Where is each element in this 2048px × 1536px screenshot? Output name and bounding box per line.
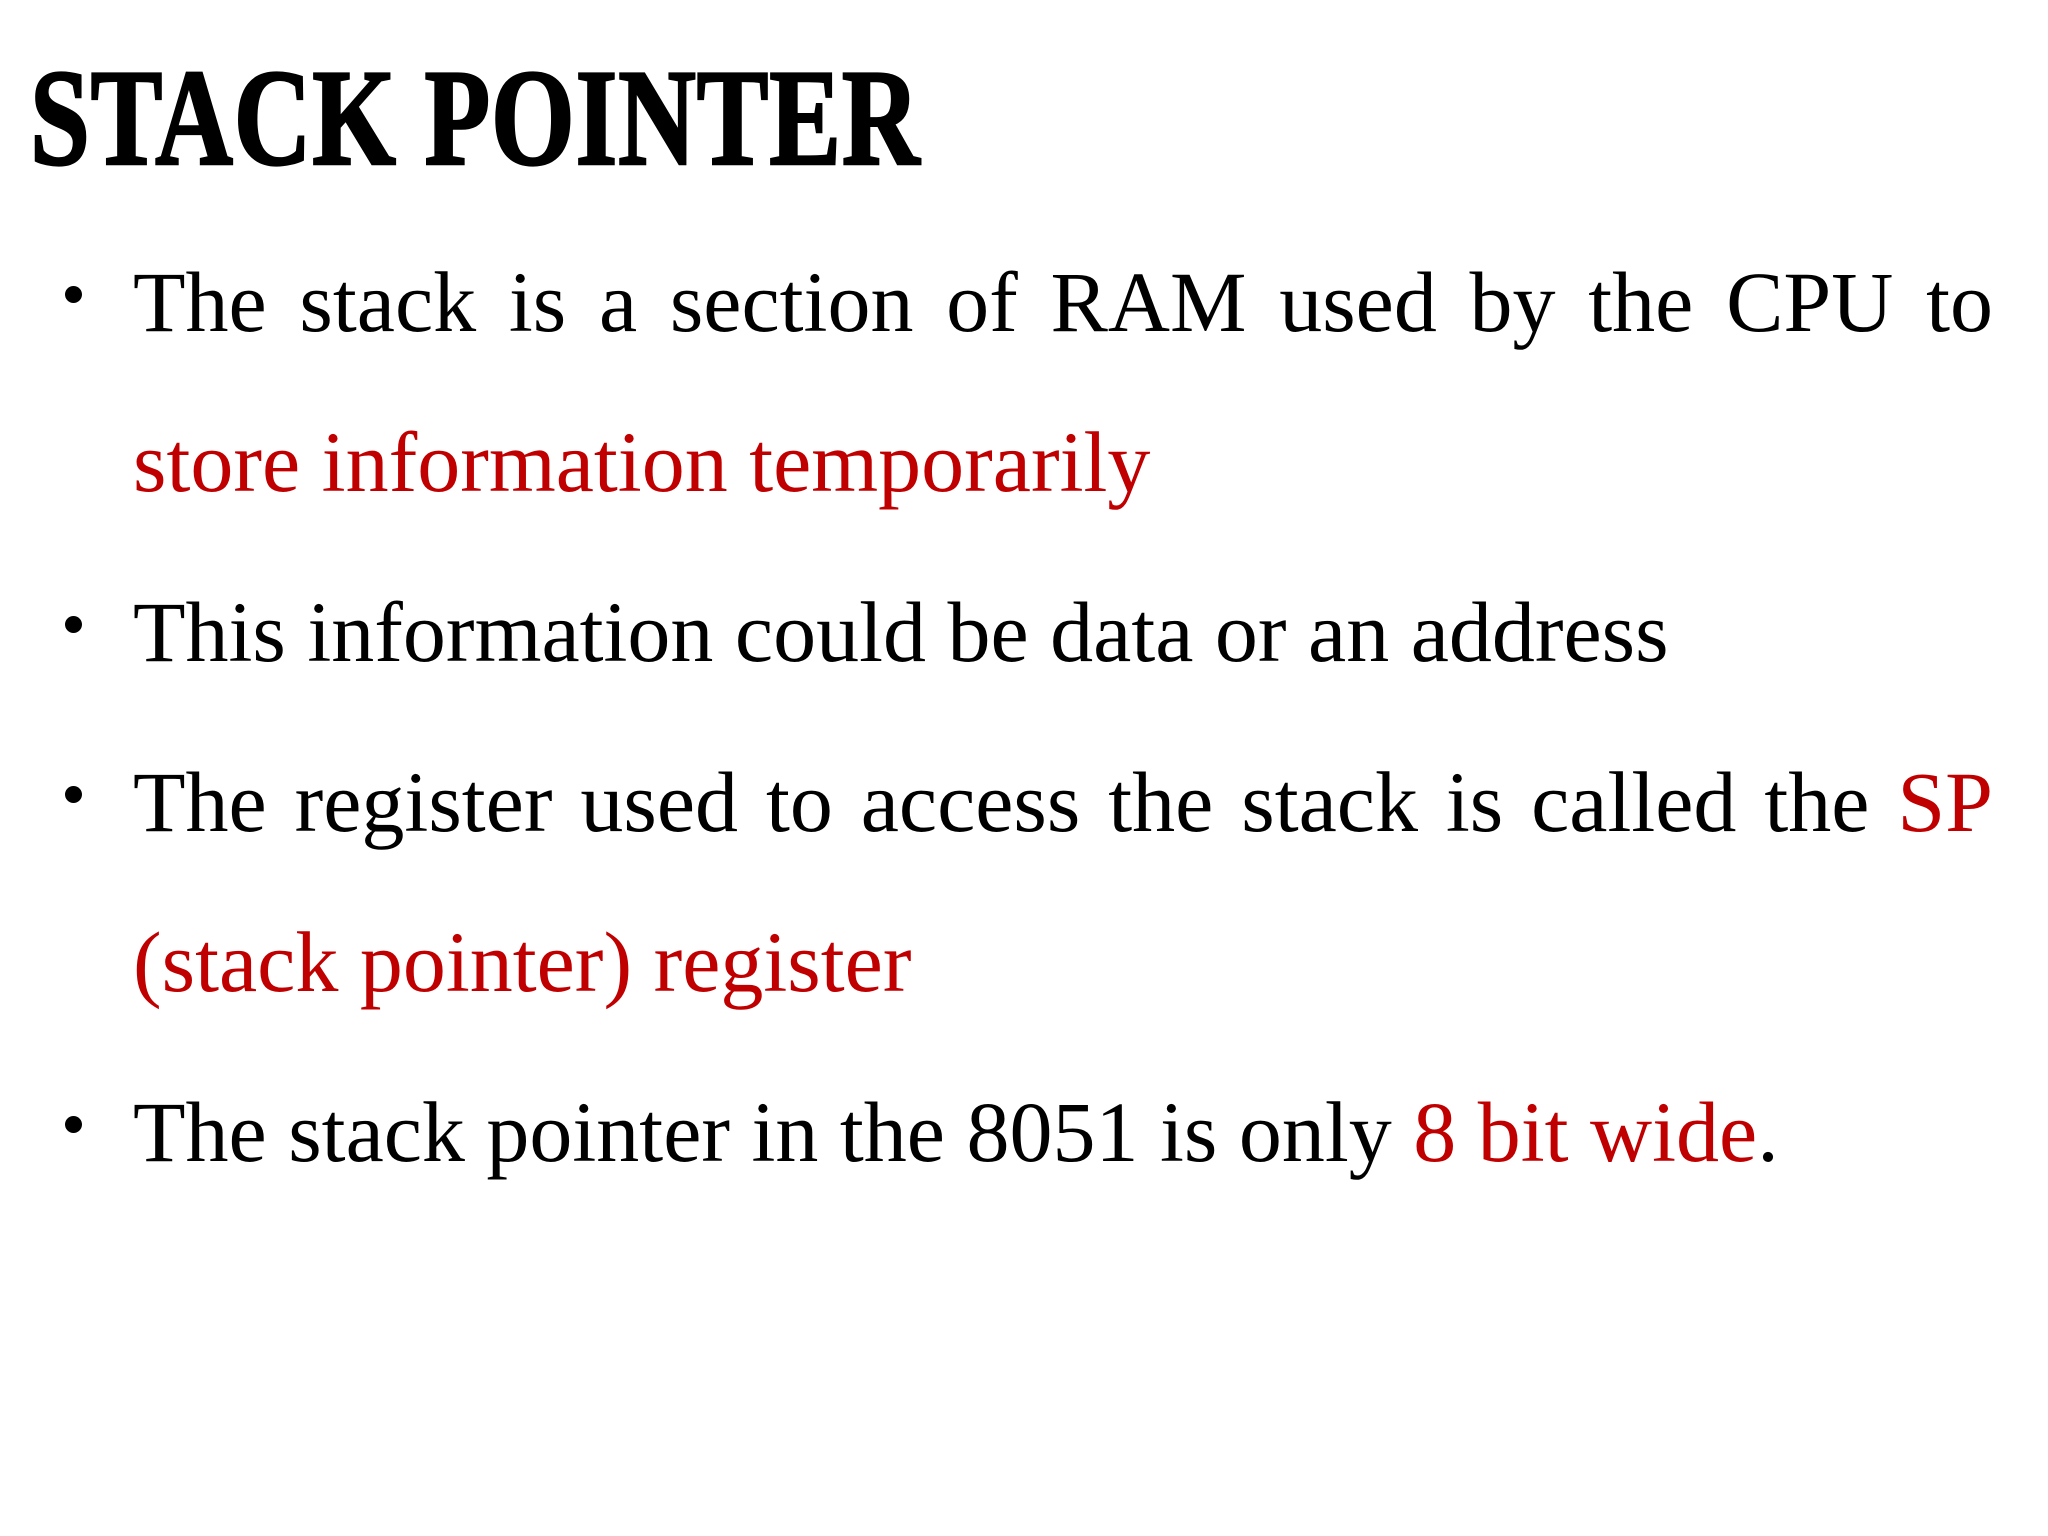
bullet-1-line-1: The stack is a section of RAM used by th… — [133, 222, 1993, 382]
bullet-icon — [65, 286, 82, 303]
bullet-text: The register used to access the stack is… — [133, 722, 1993, 1042]
bullet-list: The stack is a section of RAM used by th… — [65, 222, 1993, 1222]
highlight-segment: (stack pointer) register — [133, 914, 912, 1010]
slide-title: STACK POINTER — [29, 41, 921, 194]
highlight-segment: 8 bit wide — [1413, 1084, 1758, 1180]
text-segment: The stack pointer in the 8051 is only — [133, 1084, 1414, 1180]
bullet-item-3: The register used to access the stack is… — [65, 722, 1993, 1042]
bullet-icon — [65, 1116, 82, 1133]
bullet-gutter — [65, 222, 133, 542]
bullet-item-2: This information could be data or an add… — [65, 552, 1993, 712]
bullet-item-4: The stack pointer in the 8051 is only 8 … — [65, 1052, 1993, 1212]
text-segment: The stack is a section of RAM used by th… — [133, 254, 1993, 350]
bullet-icon — [65, 616, 82, 633]
bullet-4-line-1: The stack pointer in the 8051 is only 8 … — [133, 1052, 1993, 1212]
bullet-icon — [65, 786, 82, 803]
text-segment: The register used to access the stack is… — [133, 754, 1898, 850]
text-segment: This information could be data or an add… — [133, 584, 1669, 680]
highlight-segment: store information temporarily — [133, 414, 1151, 510]
bullet-text: The stack pointer in the 8051 is only 8 … — [133, 1052, 1993, 1212]
text-segment: . — [1757, 1084, 1779, 1180]
bullet-gutter — [65, 552, 133, 712]
bullet-gutter — [65, 1052, 133, 1212]
highlight-segment: SP — [1897, 754, 1993, 850]
bullet-3-line-2: (stack pointer) register — [133, 882, 1993, 1042]
bullet-2-line-1: This information could be data or an add… — [133, 552, 1993, 712]
bullet-gutter — [65, 722, 133, 1042]
bullet-text: The stack is a section of RAM used by th… — [133, 222, 1993, 542]
bullet-item-1: The stack is a section of RAM used by th… — [65, 222, 1993, 542]
bullet-1-line-2: store information temporarily — [133, 382, 1993, 542]
bullet-text: This information could be data or an add… — [133, 552, 1993, 712]
bullet-3-line-1: The register used to access the stack is… — [133, 722, 1993, 882]
